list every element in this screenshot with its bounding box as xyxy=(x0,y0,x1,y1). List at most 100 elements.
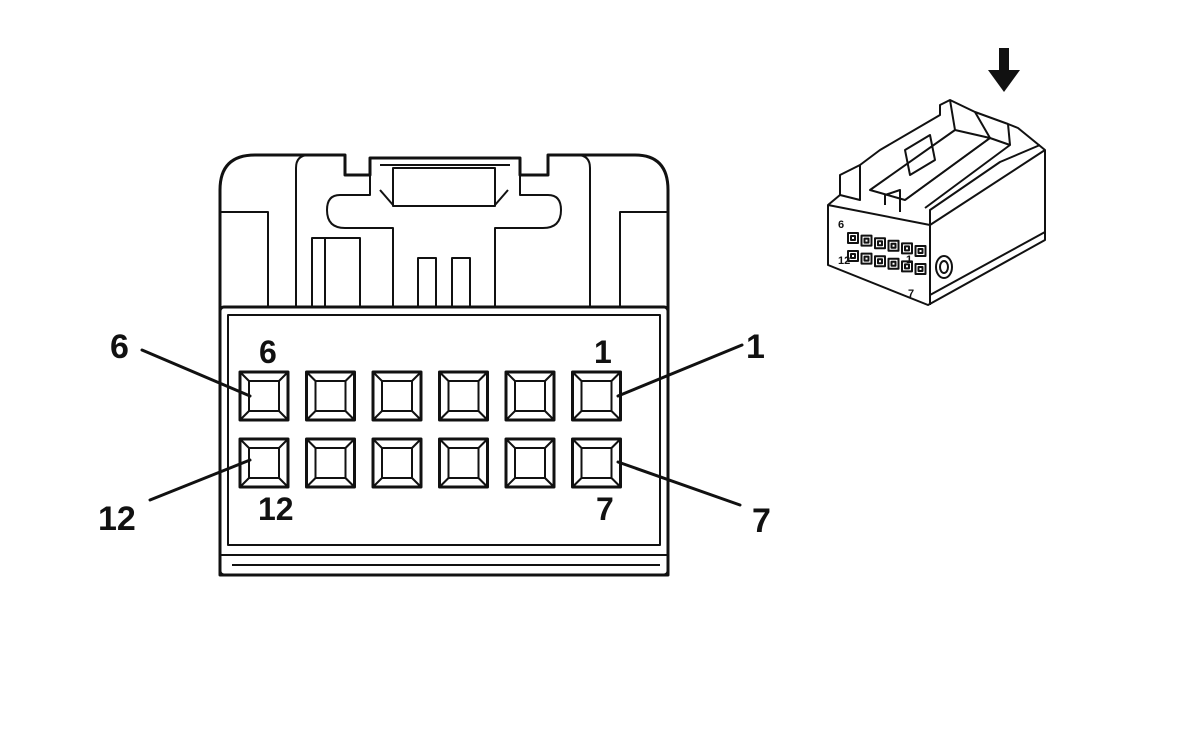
pin-cavity-bevel xyxy=(477,371,489,382)
pin-cavity-bevel xyxy=(505,410,516,421)
iso-pin-cavity xyxy=(874,255,886,268)
iso-pin-cavity xyxy=(847,232,859,244)
latch xyxy=(311,164,562,308)
pin-cavity-bevel xyxy=(438,477,450,488)
pin-cavity-bevel xyxy=(544,410,555,421)
callout-label-1: 1 xyxy=(746,328,765,366)
leader-line-6 xyxy=(140,348,252,398)
pin-cavity-bevel xyxy=(610,438,622,449)
connector-isometric-view: 6 1 12 7 xyxy=(827,48,1046,306)
pin-cavity-inner xyxy=(447,380,480,412)
shell-inner-left xyxy=(295,154,310,307)
iso-pin-cavity xyxy=(887,239,900,252)
iso-side-top xyxy=(929,149,1046,226)
pin-cavity-bevel xyxy=(239,371,250,382)
pin-cavity-bevel xyxy=(477,438,489,449)
pin-cavity-bevel xyxy=(505,371,516,382)
shell-shoulder-left xyxy=(220,211,269,307)
pin-cavity-bevel xyxy=(372,371,383,382)
down-arrow-icon xyxy=(988,48,1020,92)
iso-side-hole-inner xyxy=(939,260,949,274)
pin-cavity-bevel xyxy=(372,477,383,488)
pin-cavity-bevel xyxy=(344,438,356,449)
iso-pin-cavity xyxy=(914,245,927,257)
pin-cavity-bevel xyxy=(610,410,622,421)
pin-cavity-bevel xyxy=(305,371,317,382)
iso-label-bottom-left: 12 xyxy=(838,255,850,267)
pin-cavity-bevel xyxy=(610,371,622,382)
iso-latch-2 xyxy=(904,137,1011,209)
pin-cavity-bevel xyxy=(438,410,450,421)
iso-pin-cavity xyxy=(847,250,859,262)
pin-cavity-inner xyxy=(248,447,280,479)
pin-cavity-bevel xyxy=(544,371,555,382)
pin-cavity-bevel xyxy=(372,410,383,421)
face-label-bottom-right: 7 xyxy=(596,491,614,527)
pin-cavity-bevel xyxy=(505,477,516,488)
iso-pin-cavity-inner xyxy=(904,245,910,252)
iso-pin-cavity xyxy=(914,263,927,275)
pin-cavity-bevel xyxy=(239,438,250,449)
iso-pin-cavity-inner xyxy=(890,242,897,249)
pin-cavity-bevel xyxy=(278,371,289,382)
leader-line-7 xyxy=(616,460,742,507)
pin-cavity-bevel xyxy=(411,477,422,488)
iso-pin-cavity xyxy=(887,257,900,270)
pin-cavity-bevel xyxy=(372,438,383,449)
pin-cavity-bevel xyxy=(505,438,516,449)
pin-cavity-bevel xyxy=(305,410,317,421)
iso-latch-4 xyxy=(974,111,991,139)
pin-cavity-bevel xyxy=(438,371,450,382)
iso-pin-cavity xyxy=(860,234,873,247)
iso-side-hole xyxy=(935,255,953,279)
callout-label-12: 12 xyxy=(98,500,136,538)
iso-body-outline xyxy=(827,99,1046,306)
pin-cavity-bevel xyxy=(477,410,489,421)
pin-cavity-bevel xyxy=(571,410,583,421)
face-label-top-right: 1 xyxy=(594,334,612,370)
pin-cavity-inner xyxy=(381,380,413,412)
pin-cavity-bevel xyxy=(571,371,583,382)
pin-cavity-bevel xyxy=(344,371,356,382)
iso-latch-3 xyxy=(949,99,956,131)
callout-label-6: 6 xyxy=(110,328,129,366)
pin-cavity-bevel xyxy=(278,438,289,449)
pin-cavity-bevel xyxy=(544,477,555,488)
pin-cavity-bevel xyxy=(571,438,583,449)
pin-cavity-bevel xyxy=(544,438,555,449)
connector-front-view: 6 1 12 7 xyxy=(218,153,670,577)
pin-cavity-bevel xyxy=(239,477,250,488)
iso-pin-cavity-inner xyxy=(863,237,870,244)
pin-cavity-bevel xyxy=(438,438,450,449)
pin-cavity-bevel xyxy=(344,477,356,488)
callouts: 6 1 12 7 xyxy=(98,328,771,540)
pin-cavity-inner xyxy=(514,380,546,412)
pin-cavity-bevel xyxy=(278,477,289,488)
pin-cavity-bevel xyxy=(278,410,289,421)
iso-side-base xyxy=(929,231,1046,296)
connector-face-inner xyxy=(227,314,661,546)
iso-shoulder-right xyxy=(929,144,1041,225)
iso-pin-cavity-inner xyxy=(877,258,883,265)
iso-label-top-left: 6 xyxy=(838,219,844,231)
pin-cavity-bevel xyxy=(477,477,489,488)
pin-cavity-bevel xyxy=(411,438,422,449)
iso-pin-cavity xyxy=(874,237,886,250)
callout-label-7: 7 xyxy=(752,502,771,540)
pin-cavity-inner xyxy=(580,447,613,479)
pin-cavity-bevel xyxy=(571,477,583,488)
iso-pin-cavity xyxy=(901,260,913,273)
pin-cavity-bevel xyxy=(411,410,422,421)
iso-latch-1 xyxy=(869,129,991,201)
pin-cavity-bevel xyxy=(305,477,317,488)
iso-label-top-right: 1 xyxy=(906,254,912,266)
pin-cavity-bevel xyxy=(305,438,317,449)
iso-latch-5 xyxy=(1007,123,1011,146)
pin-cavity-bevel xyxy=(344,410,356,421)
iso-pin-cavity-inner xyxy=(877,240,883,247)
iso-shoulder xyxy=(839,165,861,201)
face-label-bottom-left: 12 xyxy=(258,491,294,527)
leader-line-1 xyxy=(616,343,744,398)
shell-shoulder-right xyxy=(619,211,668,307)
